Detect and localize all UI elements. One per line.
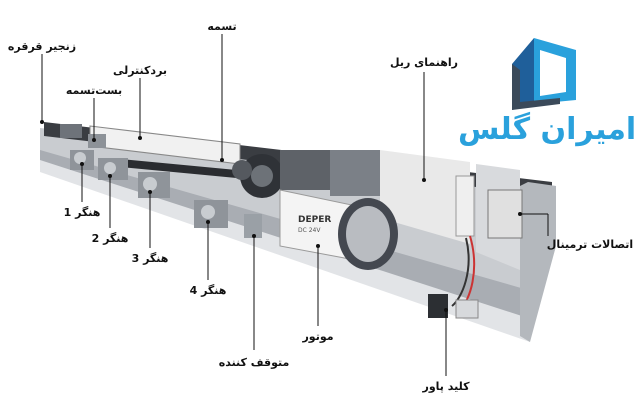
label-motor: موتور [302, 330, 334, 343]
label-rail-guide: راهنمای ریل [390, 56, 458, 69]
power-key-block [428, 294, 448, 318]
leader-lines [41, 34, 549, 376]
motor-end-face [346, 206, 390, 262]
rail-front-edge [40, 160, 530, 342]
power-key-cap [455, 299, 479, 319]
label-power-key: کلید پاور [422, 380, 470, 393]
leader-dots [40, 120, 522, 312]
wires-2 [451, 237, 470, 307]
brand-logo-text: امیران گلس [458, 112, 637, 147]
board-block [60, 124, 82, 138]
label-belt: تسمه [207, 20, 237, 33]
terminal-block [487, 189, 523, 239]
rail-end-cap [520, 182, 556, 342]
terminal-connector [455, 175, 475, 237]
brand-logo-icon [512, 38, 576, 110]
label-stopper: متوقف کننده [218, 356, 290, 369]
belt-clamp-block [88, 134, 106, 148]
mount-bracket [330, 150, 380, 196]
hanger-3 [138, 172, 170, 198]
label-hanger-1: هنگر 1 [63, 206, 101, 219]
hanger-2 [98, 158, 128, 180]
stopper-block [244, 214, 262, 238]
motor-brand: DEPER [298, 215, 331, 225]
label-control-board: بردکنترلی [112, 64, 168, 77]
label-chain: زنجیر قرقره [7, 40, 77, 53]
pulley-small [232, 160, 252, 180]
rail-inner-panel [380, 150, 470, 244]
pulley-large-hub [251, 165, 273, 187]
label-hanger-3: هنگر 3 [131, 252, 169, 265]
hanger-4 [194, 200, 228, 228]
label-hanger-2: هنگر 2 [91, 232, 129, 245]
label-terminal: اتصالات ترمینال [546, 238, 634, 251]
label-hanger-4: هنگر 4 [189, 284, 227, 297]
label-belt-clamp: بست‌تسمه [65, 84, 123, 97]
motor-spec: DC 24V [298, 227, 321, 234]
hanger-1 [70, 150, 94, 170]
